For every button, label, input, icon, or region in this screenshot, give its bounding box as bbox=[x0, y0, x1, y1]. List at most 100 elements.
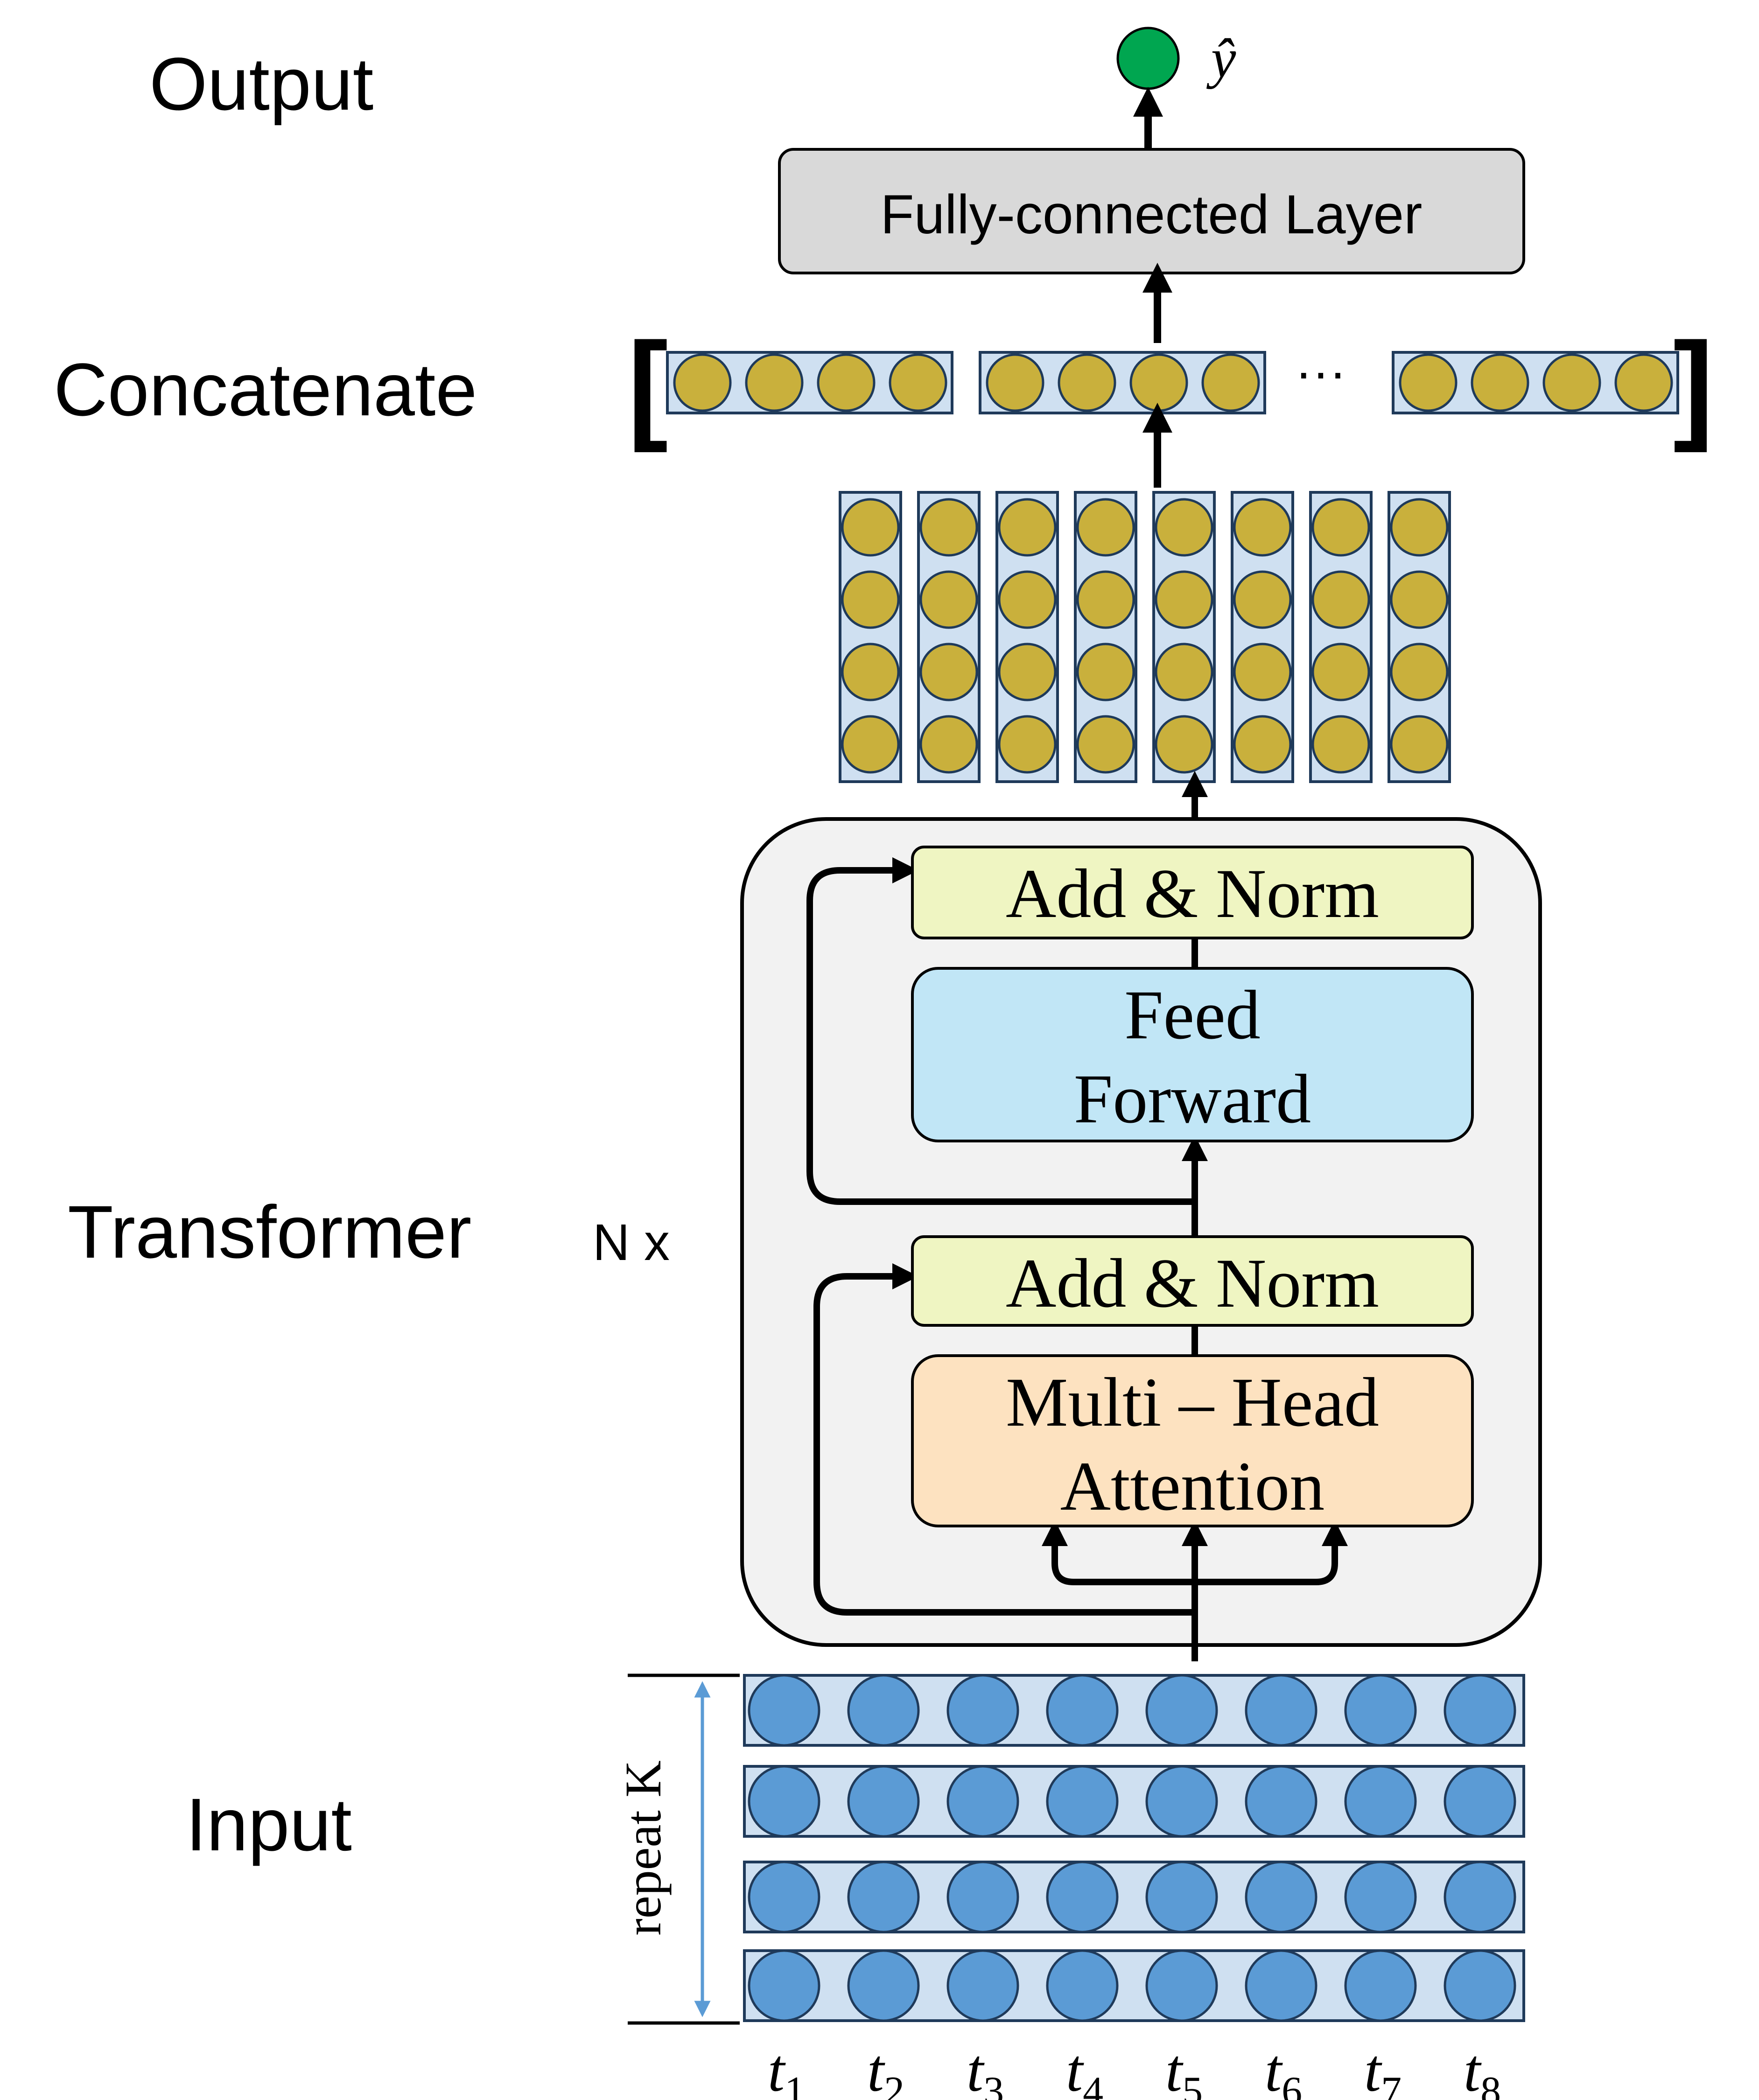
token-output-node bbox=[1155, 570, 1213, 629]
time-step-label: t5 bbox=[1165, 2037, 1203, 2100]
feed-forward-label-line2: Forward bbox=[1074, 1060, 1311, 1138]
token-output-node bbox=[998, 570, 1057, 629]
feed-forward-label-line1: Feed bbox=[1124, 976, 1261, 1054]
token-output-columns bbox=[839, 491, 1451, 783]
input-node bbox=[1245, 1765, 1317, 1838]
token-output-column bbox=[995, 491, 1059, 783]
input-node bbox=[1145, 1765, 1218, 1838]
token-output-node bbox=[998, 643, 1057, 701]
token-output-node bbox=[1155, 643, 1213, 701]
transformer-row-label: Transformer bbox=[68, 1190, 471, 1274]
input-node bbox=[1344, 1674, 1417, 1747]
input-node bbox=[1344, 1861, 1417, 1933]
input-node bbox=[1145, 1861, 1218, 1933]
token-output-column bbox=[1074, 491, 1137, 783]
token-output-node bbox=[1076, 498, 1135, 557]
concat-node bbox=[889, 353, 947, 412]
concat-node bbox=[745, 353, 804, 412]
input-node bbox=[1444, 1765, 1516, 1838]
concat-node bbox=[1058, 353, 1116, 412]
input-row bbox=[743, 1674, 1525, 1747]
concat-node bbox=[986, 353, 1044, 412]
input-node bbox=[1046, 1765, 1119, 1838]
residual-connection-bottom bbox=[813, 1263, 1195, 1616]
concatenate-row-label: Concatenate bbox=[54, 348, 477, 431]
concat-node bbox=[1614, 353, 1673, 412]
input-row bbox=[743, 1765, 1525, 1838]
time-step-label: t2 bbox=[867, 2037, 904, 2100]
token-output-node bbox=[841, 570, 900, 629]
input-node bbox=[847, 1949, 920, 2022]
input-node bbox=[748, 1861, 820, 1933]
token-output-node bbox=[1155, 715, 1213, 774]
token-output-node bbox=[1233, 570, 1292, 629]
token-output-node bbox=[1233, 498, 1292, 557]
token-output-node bbox=[919, 498, 978, 557]
concat-node bbox=[1399, 353, 1458, 412]
token-output-column bbox=[1152, 491, 1216, 783]
token-output-node bbox=[841, 715, 900, 774]
input-node bbox=[847, 1765, 920, 1838]
token-output-node bbox=[998, 498, 1057, 557]
token-output-node bbox=[919, 715, 978, 774]
concat-open-bracket: [ bbox=[628, 318, 668, 454]
input-node bbox=[946, 1765, 1019, 1838]
token-output-node bbox=[1390, 715, 1449, 774]
token-output-node bbox=[1076, 570, 1135, 629]
token-output-node bbox=[1311, 498, 1370, 557]
token-output-node bbox=[919, 643, 978, 701]
input-row-label: Input bbox=[186, 1783, 352, 1866]
concat-vector-group bbox=[979, 351, 1266, 414]
time-step-label: t1 bbox=[768, 2037, 805, 2100]
add-norm-top-box bbox=[911, 846, 1474, 939]
feed-forward-box bbox=[911, 967, 1474, 1142]
token-output-node bbox=[1390, 570, 1449, 629]
concat-node bbox=[1542, 353, 1601, 412]
output-node bbox=[1116, 27, 1180, 90]
concat-vector-groups bbox=[666, 351, 1679, 414]
token-output-node bbox=[998, 715, 1057, 774]
input-rows bbox=[743, 1674, 1525, 2022]
concat-node bbox=[1129, 353, 1188, 412]
input-node bbox=[1145, 1949, 1218, 2022]
concat-close-bracket: ] bbox=[1673, 318, 1714, 454]
input-node bbox=[748, 1949, 820, 2022]
multi-head-attention-box bbox=[911, 1354, 1474, 1527]
input-node bbox=[1444, 1674, 1516, 1747]
attention-value-branch bbox=[1195, 1520, 1348, 1585]
token-output-column bbox=[917, 491, 981, 783]
input-node bbox=[1245, 1674, 1317, 1747]
fc-layer-label: Fully-connected Layer bbox=[881, 184, 1423, 245]
token-output-node bbox=[1076, 715, 1135, 774]
concat-node bbox=[817, 353, 876, 412]
concat-node bbox=[1471, 353, 1529, 412]
token-output-column bbox=[1231, 491, 1294, 783]
input-node bbox=[1046, 1949, 1119, 2022]
input-node bbox=[1444, 1949, 1516, 2022]
concat-node bbox=[673, 353, 732, 412]
input-node bbox=[1046, 1674, 1119, 1747]
input-row bbox=[743, 1861, 1525, 1933]
time-step-label: t8 bbox=[1464, 2037, 1501, 2100]
input-node bbox=[946, 1949, 1019, 2022]
add-norm-bottom-box bbox=[911, 1235, 1474, 1327]
token-output-node bbox=[1311, 715, 1370, 774]
token-output-node bbox=[1233, 643, 1292, 701]
input-node bbox=[946, 1861, 1019, 1933]
repeat-k-label: repeat K bbox=[615, 1760, 672, 1936]
input-node bbox=[1245, 1949, 1317, 2022]
input-node bbox=[748, 1674, 820, 1747]
token-output-node bbox=[1311, 570, 1370, 629]
input-node bbox=[847, 1674, 920, 1747]
token-output-node bbox=[841, 498, 900, 557]
input-row bbox=[743, 1949, 1525, 2022]
input-node bbox=[1344, 1765, 1417, 1838]
token-output-node bbox=[1155, 498, 1213, 557]
token-output-node bbox=[841, 643, 900, 701]
token-output-node bbox=[1311, 643, 1370, 701]
token-output-node bbox=[1390, 498, 1449, 557]
input-node bbox=[1344, 1949, 1417, 2022]
token-output-node bbox=[1076, 643, 1135, 701]
token-output-column bbox=[839, 491, 902, 783]
